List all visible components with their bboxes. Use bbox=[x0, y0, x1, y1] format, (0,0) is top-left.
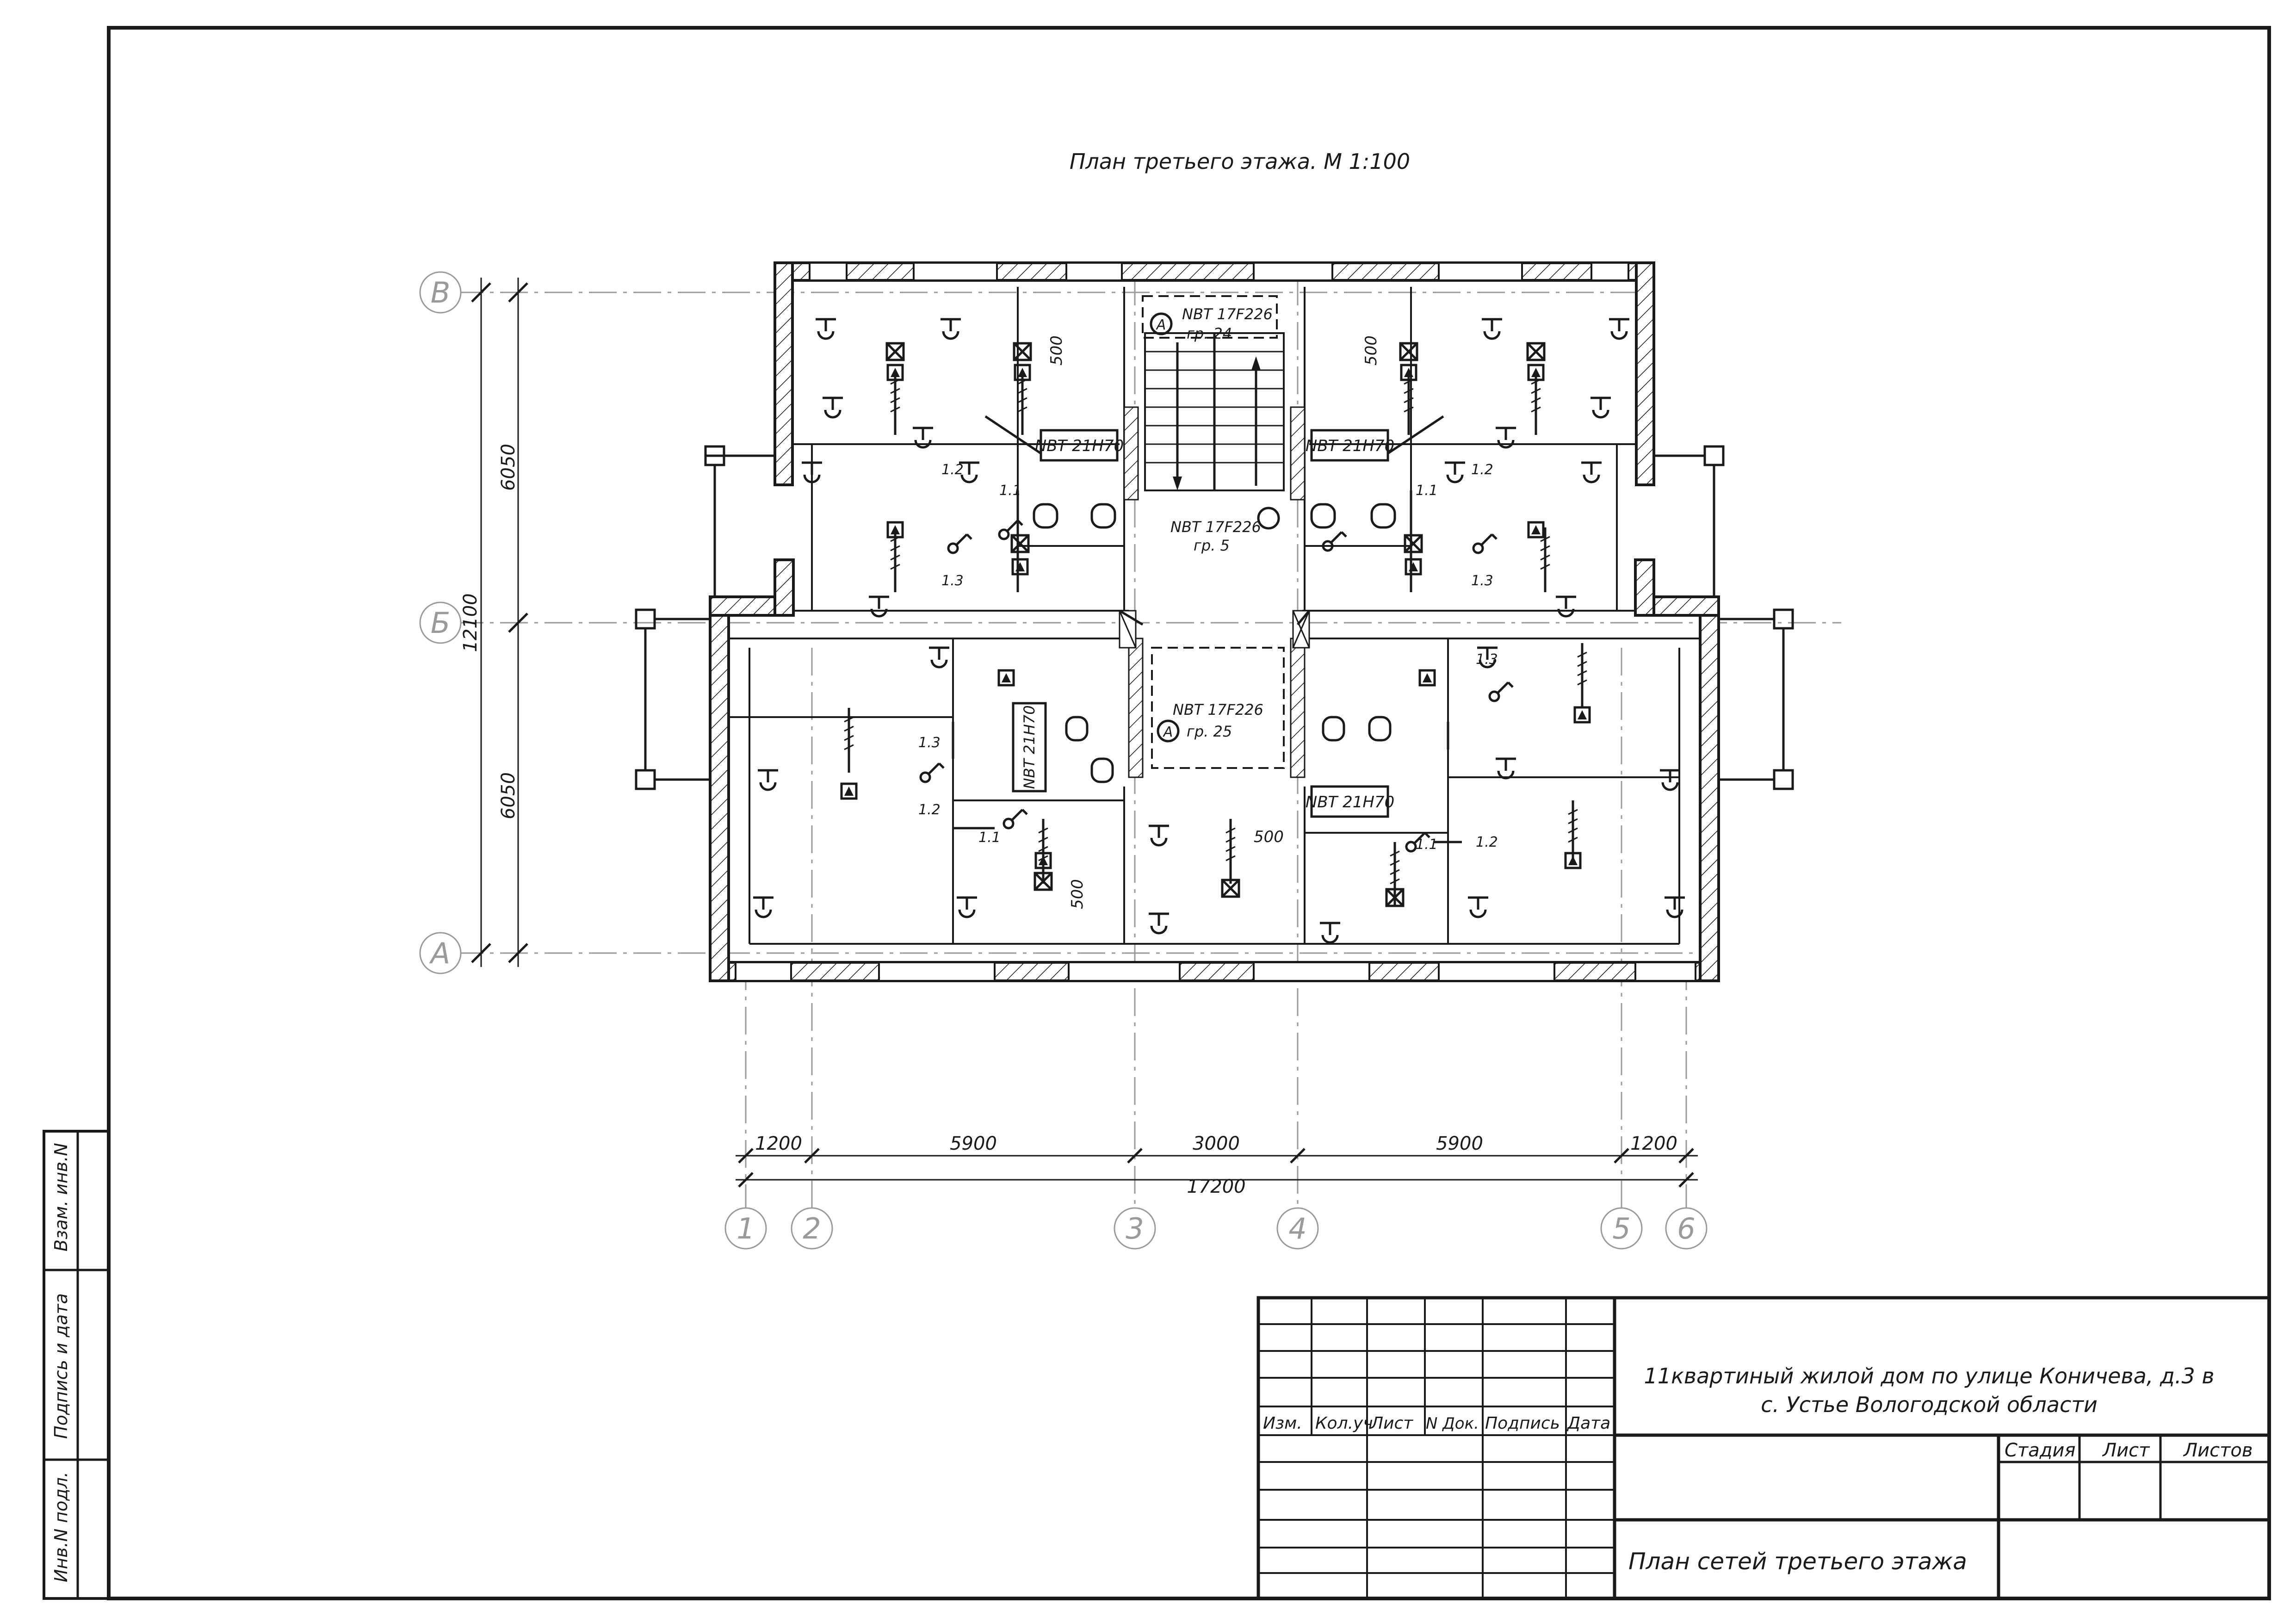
tb-stage-header: Стадия bbox=[2005, 1440, 2075, 1461]
dim-total-17200: 17200 bbox=[1187, 1176, 1245, 1197]
tb-col-list: Лист bbox=[1370, 1414, 1413, 1433]
tag-1-3-b: 1.3 bbox=[1471, 573, 1493, 589]
clearance-bottom-center: 500 bbox=[1254, 828, 1284, 846]
grid-col-6: 6 bbox=[1677, 1212, 1695, 1245]
bath-label-top-right: NBT 21H70 bbox=[1306, 437, 1394, 455]
drawing-title: План третьего этажа. М 1:100 bbox=[1070, 149, 1410, 174]
clearance-top-left: 500 bbox=[1047, 335, 1066, 365]
tb-col-ndoc: N Док. bbox=[1426, 1414, 1479, 1433]
clearance-top-right: 500 bbox=[1362, 335, 1380, 365]
tag-1-3-d: 1.3 bbox=[1476, 651, 1498, 668]
tag-1-3-a: 1.3 bbox=[941, 573, 964, 589]
panel-marker-gr24: А bbox=[1156, 317, 1166, 333]
horizontal-dimensions: 1200 5900 3000 5900 1200 17200 bbox=[736, 1133, 1698, 1197]
tb-col-date: Дата bbox=[1566, 1414, 1610, 1433]
panel-group-gr24: гр. 24 bbox=[1187, 325, 1232, 342]
panel-group-gr5: гр. 5 bbox=[1194, 537, 1230, 554]
tag-1-2-b: 1.2 bbox=[1471, 462, 1493, 478]
panel-name-gr24: NBT 17F226 bbox=[1182, 305, 1273, 323]
dim-5900-left: 5900 bbox=[950, 1133, 997, 1154]
clearance-bottom-left: 500 bbox=[1068, 879, 1087, 909]
grid-row-a: А bbox=[429, 936, 450, 970]
tag-1-1-a: 1.1 bbox=[999, 483, 1021, 499]
project-title-line1: 11квартиный жилой дом по улице Коничева,… bbox=[1644, 1363, 2215, 1388]
grid-row-v: В bbox=[431, 276, 451, 310]
tag-1-2-d: 1.2 bbox=[1476, 834, 1498, 850]
tb-sheet-header: Лист bbox=[2102, 1440, 2150, 1461]
panel-name-gr5: NBT 17F226 bbox=[1170, 518, 1261, 536]
bath-label-bottom-right: NBT 21H70 bbox=[1306, 793, 1394, 812]
tag-1-1-d: 1.1 bbox=[1416, 836, 1438, 853]
sheet-frame bbox=[107, 26, 2271, 1600]
tag-1-1-b: 1.1 bbox=[1416, 483, 1438, 499]
tb-sheets-header: Листов bbox=[2183, 1440, 2253, 1461]
grid-col-3: 3 bbox=[1126, 1212, 1144, 1245]
stamp-signature-date: Подпись и дата bbox=[51, 1293, 71, 1439]
staircase bbox=[1144, 332, 1285, 491]
grid-axes bbox=[456, 278, 1841, 1212]
grid-row-b: Б bbox=[431, 606, 451, 640]
grid-col-2: 2 bbox=[803, 1212, 821, 1245]
tag-1-1-c: 1.1 bbox=[978, 830, 1001, 846]
bath-label-bottom-left: NBT 21H70 bbox=[1021, 705, 1038, 789]
dim-1200-right: 1200 bbox=[1630, 1133, 1677, 1154]
dim-3000: 3000 bbox=[1193, 1133, 1240, 1154]
grid-row-markers: В Б А bbox=[419, 271, 462, 974]
grid-col-1: 1 bbox=[736, 1212, 755, 1245]
tag-1-3-c: 1.3 bbox=[918, 735, 941, 751]
vertical-dimensions: 6050 6050 12100 bbox=[460, 278, 528, 967]
dim-lower-6050: 6050 bbox=[498, 772, 519, 819]
building-plan: NBT 21H70 NBT 21H70 NBT 21H70 NBT 21H70 bbox=[635, 261, 1794, 982]
stamp-original-inv: Инв.N подл. bbox=[51, 1472, 71, 1582]
grid-col-markers: 1 2 3 4 5 6 bbox=[724, 1207, 1708, 1250]
panel-marker-gr25: А bbox=[1163, 724, 1173, 740]
tb-col-izm: Изм. bbox=[1263, 1414, 1302, 1433]
sheet-title: План сетей третьего этажа bbox=[1628, 1548, 1967, 1575]
bath-label-top-left: NBT 21H70 bbox=[1035, 437, 1124, 455]
stamp-replace-inv: Взам. инв.N bbox=[51, 1143, 71, 1251]
panel-name-gr25: NBT 17F226 bbox=[1173, 701, 1263, 719]
dim-upper-6050: 6050 bbox=[498, 444, 519, 491]
grid-col-4: 4 bbox=[1288, 1212, 1306, 1245]
side-stamp: Взам. инв.N Подпись и дата Инв.N подл. bbox=[43, 1130, 110, 1600]
project-title-line2: с. Устье Вологодской области bbox=[1761, 1392, 2098, 1417]
panel-group-gr25: гр. 25 bbox=[1187, 723, 1232, 740]
dim-total-12100: 12100 bbox=[460, 593, 481, 652]
dim-1200-left: 1200 bbox=[755, 1133, 802, 1154]
grid-col-5: 5 bbox=[1612, 1212, 1630, 1245]
tag-1-2-a: 1.2 bbox=[941, 462, 964, 478]
tag-1-2-c: 1.2 bbox=[918, 802, 941, 818]
tb-col-kol: Кол.уч bbox=[1315, 1414, 1373, 1433]
title-block: Изм. Кол.уч Лист N Док. Подпись Дата 11к… bbox=[1256, 1296, 2271, 1600]
tb-col-sign: Подпись bbox=[1485, 1414, 1560, 1433]
dim-5900-right: 5900 bbox=[1436, 1133, 1483, 1154]
